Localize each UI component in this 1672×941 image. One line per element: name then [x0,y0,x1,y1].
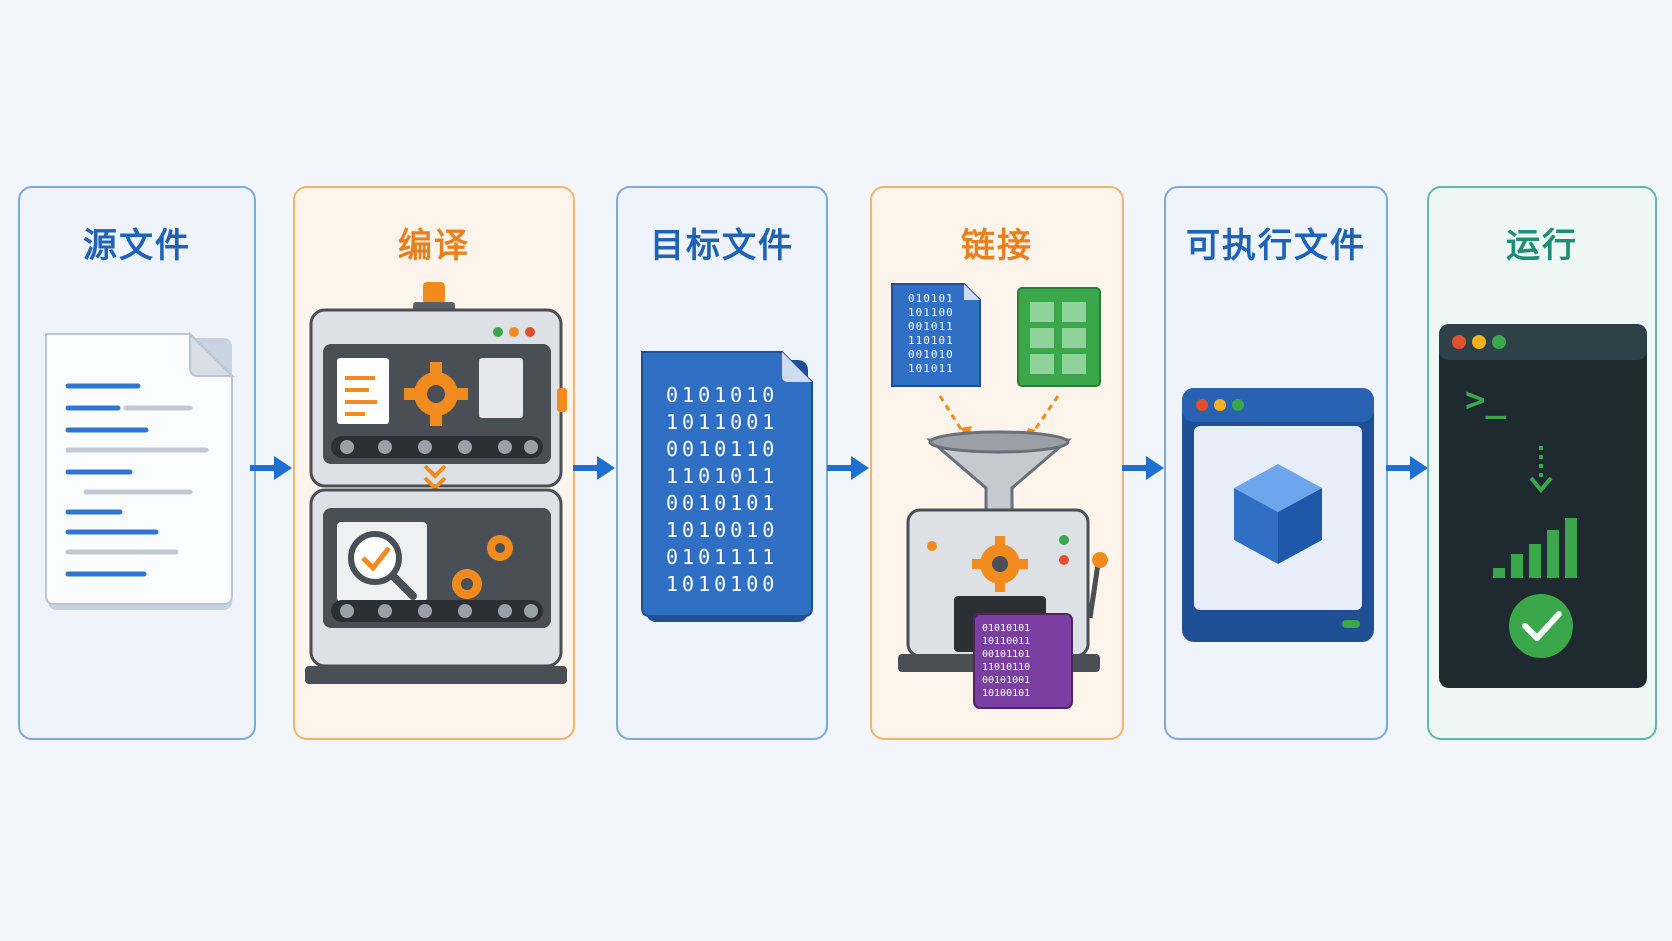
arrow-right-icon [827,456,869,480]
stage-object-file: 目标文件 0101010 1011001 0010110 1101011 001… [616,186,828,740]
bit-row: 00101101 [982,649,1031,660]
stage-title: 编译 [398,226,470,266]
stage-link: 链接 010101 101100 001011 110101 001010 10… [870,186,1124,740]
bit-row: 110101 [908,334,954,347]
arrow-right-icon [1122,456,1164,480]
binary-row: 0101010 [666,383,779,407]
stage-title: 可执行文件 [1186,226,1366,266]
binary-row: 0101111 [666,545,779,569]
bit-row: 101011 [908,362,954,375]
terminal-prompt: >_ [1465,380,1506,420]
binary-row: 0010110 [666,437,779,461]
linked-output-bits: 01010101 10110011 00101101 11010110 0010… [982,622,1072,700]
linker-machine-icon [891,283,1108,709]
binary-row: 1010100 [666,572,779,596]
bit-row: 10110011 [982,636,1031,647]
stage-compile: 编译 [293,186,575,740]
stage-title: 链接 [961,226,1033,266]
binary-file-icon [641,351,813,622]
bit-row: 11010110 [982,662,1031,673]
stage-title: 源文件 [83,226,191,266]
binary-row: 0010101 [666,491,779,515]
stage-title: 运行 [1506,226,1578,266]
bit-row: 01010101 [982,623,1031,634]
bit-row: 10100101 [982,688,1031,699]
arrow-right-icon [573,456,615,480]
bit-row: 010101 [908,292,954,305]
binary-row: 1011001 [666,410,779,434]
binary-rows: 0101010 1011001 0010110 1101011 0010101 … [666,382,806,598]
bit-row: 101100 [908,306,954,319]
arrow-right-icon [1386,456,1428,480]
arrow-right-icon [250,456,292,480]
stage-executable: 可执行文件 [1164,186,1388,740]
binary-row: 1010010 [666,518,779,542]
stage-run: 运行 >_ [1427,186,1657,740]
compiler-machine-icon [305,282,567,684]
terminal-window-icon [1439,324,1647,688]
binary-row: 1101011 [666,464,779,488]
bit-row: 00101001 [982,675,1031,686]
bit-row: 001011 [908,320,954,333]
source-file-icon [45,331,235,610]
stage-source-file: 源文件 [18,186,256,740]
blue-object-file-bits: 010101 101100 001011 110101 001010 10101… [908,292,978,376]
executable-window-icon [1182,388,1374,642]
bit-row: 001010 [908,348,954,361]
stage-title: 目标文件 [650,226,794,266]
